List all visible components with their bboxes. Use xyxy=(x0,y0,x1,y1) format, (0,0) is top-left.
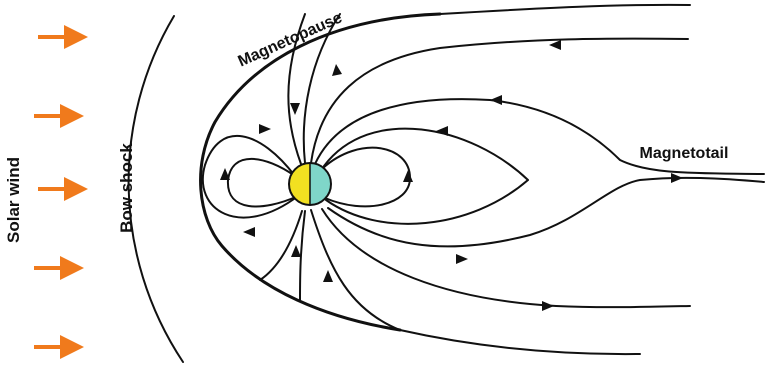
arrowhead xyxy=(259,124,271,134)
field-line xyxy=(328,178,764,247)
field-line xyxy=(300,211,305,300)
arrowhead xyxy=(290,103,300,115)
arrowhead xyxy=(243,227,255,237)
arrowhead xyxy=(291,245,301,257)
magnetotail-label: Magnetotail xyxy=(640,145,729,162)
dayside-field-loops xyxy=(203,136,298,218)
magnetopause-label: Magnetopause xyxy=(236,9,345,70)
field-line xyxy=(260,211,302,280)
field-line xyxy=(324,129,528,224)
arrowhead xyxy=(403,170,413,182)
arrowhead xyxy=(456,254,468,264)
bow-shock-curve xyxy=(129,16,183,362)
field-line xyxy=(315,99,764,174)
arrowhead xyxy=(332,64,342,76)
arrowhead xyxy=(323,270,333,282)
solar-wind-arrows xyxy=(34,37,76,347)
arrowhead xyxy=(436,126,448,136)
arrowhead xyxy=(542,301,554,311)
magnetopause-boundary xyxy=(201,5,690,354)
nightside-field-loops xyxy=(323,129,528,224)
solar-wind-label: Solar wind xyxy=(4,157,23,243)
arrowhead xyxy=(549,40,561,50)
field-line xyxy=(322,209,690,307)
bow-shock-label: Bow shock xyxy=(117,143,136,233)
tail-field-lines xyxy=(260,14,764,330)
planet xyxy=(289,163,331,205)
arrowhead xyxy=(490,95,502,105)
arrowhead xyxy=(671,173,683,183)
field-line xyxy=(323,148,410,207)
